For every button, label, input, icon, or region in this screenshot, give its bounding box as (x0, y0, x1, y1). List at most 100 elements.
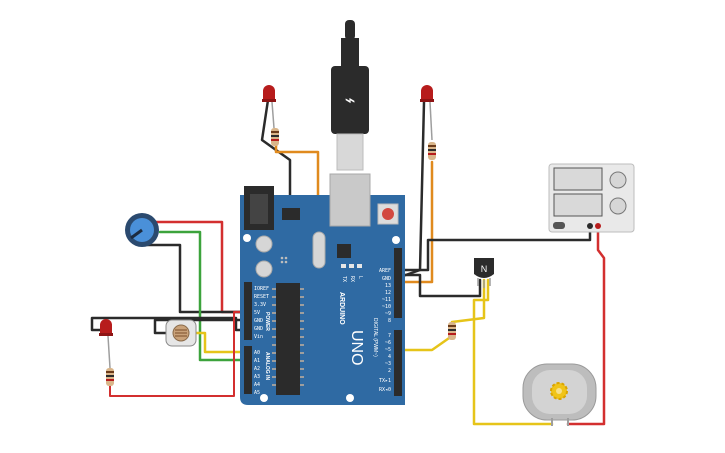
mount-hole (346, 394, 354, 402)
motor-shaft (556, 388, 562, 394)
led-lens (263, 85, 275, 100)
power-supply-display (553, 193, 603, 217)
wire-transistor-gnd[interactable] (400, 273, 482, 298)
digital-header-top-strip (394, 248, 402, 318)
led-top-left[interactable] (262, 85, 276, 129)
pin-label: A5 (254, 390, 260, 396)
led-rim (420, 99, 434, 102)
transistor-label: N (481, 264, 488, 274)
led-label-tx: TX (341, 276, 347, 282)
chip-socket-pins (272, 288, 304, 386)
digital-header-bottom-strip (394, 330, 402, 396)
led-leg (429, 101, 433, 141)
power-header-labels: IOREF RESET 3.3V 5V GND GND Vin (254, 286, 269, 340)
analog-header-title: ANALOG IN (264, 352, 270, 380)
pin-label: TX▸1 (379, 378, 391, 384)
pin-label: ~9 (385, 311, 391, 317)
photoresistor[interactable] (165, 319, 197, 347)
pin-label: 3.3V (254, 302, 266, 308)
usb-socket (329, 173, 371, 227)
resistor-top-right[interactable] (428, 142, 436, 160)
led-label-rx: RX (349, 276, 355, 282)
usb-symbol-icon: ⌁ (345, 90, 356, 111)
wire-pot-a1[interactable] (158, 230, 250, 362)
led-leg (107, 335, 111, 369)
wire-pin5-resistor[interactable] (400, 334, 454, 352)
wire-gnd-psu[interactable] (400, 226, 592, 272)
voltage-regulator (282, 208, 300, 220)
wire-transistor-motor[interactable] (472, 278, 554, 426)
pin-label: ~6 (385, 340, 391, 346)
led-tx (341, 264, 346, 268)
led-top-right[interactable] (420, 85, 434, 141)
icsp-header (280, 256, 288, 264)
led-left[interactable] (99, 319, 113, 369)
status-leds: TX RX L (341, 264, 363, 282)
led-leg (271, 101, 275, 129)
mount-hole (243, 234, 251, 242)
resistor-base[interactable] (448, 322, 456, 340)
pin-label: A1 (254, 358, 260, 364)
power-header-title: POWER (264, 312, 270, 331)
pin-label: A2 (254, 366, 260, 372)
led-rim (262, 99, 276, 102)
usb-cable-wire (345, 20, 355, 40)
dc-motor[interactable] (522, 363, 597, 426)
power-header: IOREF RESET 3.3V 5V GND GND Vin (244, 282, 269, 340)
pin-label: A3 (254, 374, 260, 380)
power-header-strip (244, 282, 252, 340)
terminal-black[interactable] (587, 223, 593, 229)
pin-label: A0 (254, 350, 260, 356)
resistor-left[interactable] (106, 368, 114, 386)
capacitor (255, 260, 273, 278)
led-label-l: L (357, 276, 363, 279)
power-supply[interactable] (548, 163, 635, 233)
led-l (357, 264, 362, 268)
wire-led-top-right-pin[interactable] (400, 160, 434, 284)
wire-ldr-gnd[interactable] (153, 318, 250, 335)
crystal (312, 231, 326, 269)
pin-label: 8 (388, 318, 391, 324)
arduino-board[interactable]: TX RX L UNO ARDUINO DIGITAL (PWM~) POWER… (240, 173, 405, 405)
pin-label: RX◂0 (379, 387, 391, 393)
wire-led-left-red[interactable] (109, 311, 249, 397)
usb-chip (337, 244, 351, 258)
pin-label: ~10 (382, 304, 391, 310)
usb-cable: ⌁ (331, 20, 369, 171)
wire-resistor-transistor[interactable] (450, 278, 486, 324)
power-switch[interactable] (553, 222, 565, 229)
digital-header-top: AREF GND 13 12 ~11 ~10 ~9 8 (379, 248, 402, 324)
digital-header-title: DIGITAL (PWM~) (372, 318, 378, 357)
usb-plug-metal (336, 133, 364, 171)
pin-label: GND (254, 326, 263, 332)
current-knob[interactable] (609, 197, 627, 215)
analog-header: A0 A1 A2 A3 A4 A5 (244, 346, 260, 396)
wires (90, 98, 606, 426)
pin-label: AREF (379, 268, 391, 274)
pin-label: Vin (254, 334, 263, 340)
photoresistor-track (175, 329, 187, 337)
pin-label: 5V (254, 310, 260, 316)
digital-header-bottom: 7 ~6 ~5 4 ~3 2 TX▸1 RX◂0 (379, 330, 402, 396)
wire-ldr-a0[interactable] (188, 331, 250, 354)
wire-led-left-gnd[interactable] (90, 316, 250, 332)
resistor-top-left[interactable] (271, 128, 279, 146)
pin-label: 13 (385, 283, 391, 289)
pin-label: IOREF (254, 286, 269, 292)
voltage-knob[interactable] (609, 171, 627, 189)
pin-label: GND (382, 276, 391, 282)
dc-jack-inner (250, 194, 268, 224)
transistor[interactable]: N (474, 258, 494, 288)
usb-plug-body[interactable] (331, 66, 369, 134)
pin-label: ~5 (385, 347, 391, 353)
led-lens (421, 85, 433, 100)
wire-psu-motor[interactable] (566, 226, 606, 426)
reset-button[interactable] (382, 208, 394, 220)
potentiometer[interactable] (125, 213, 159, 247)
led-rim (99, 333, 113, 336)
microcontroller-chip (276, 283, 300, 395)
led-lens (100, 319, 112, 334)
pin-label: ~3 (385, 361, 391, 367)
terminal-red[interactable] (595, 223, 601, 229)
